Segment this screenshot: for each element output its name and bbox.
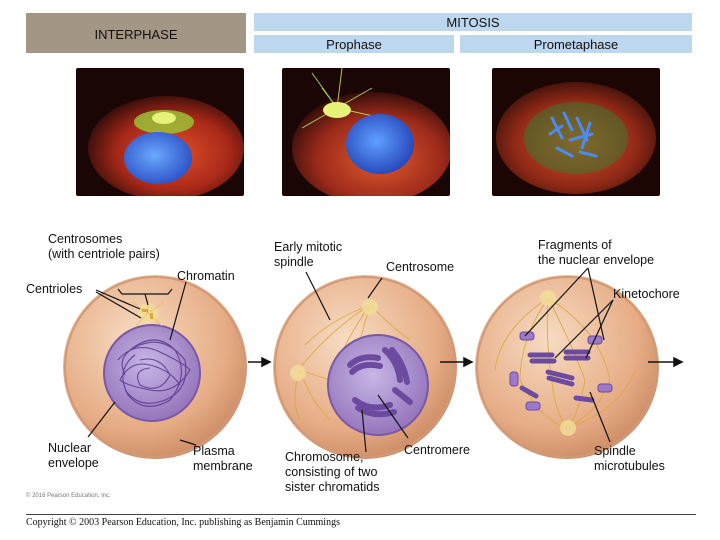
prophase-header: Prophase xyxy=(254,35,454,53)
copyright-footer: Copyright © 2003 Pearson Education, Inc.… xyxy=(26,517,340,528)
interphase-micrograph xyxy=(76,68,244,196)
centromere-leader xyxy=(377,394,409,439)
label-centromere: Centromere xyxy=(404,443,470,457)
centrosomes-leader xyxy=(144,293,149,306)
label-plasma-membrane: Plasma membrane xyxy=(193,444,253,473)
prophase-nucleus xyxy=(327,334,429,436)
interphase-centrosome xyxy=(131,298,165,327)
centrioles-leader-1 xyxy=(95,289,141,310)
label-kinetochore: Kinetochore xyxy=(613,287,680,301)
interphase-title: INTERPHASE xyxy=(94,27,178,42)
kinetochore-leader-2 xyxy=(585,299,614,359)
pearson-credit: © 2016 Pearson Education, Inc. xyxy=(26,493,111,499)
mitosis-title: MITOSIS xyxy=(446,14,500,30)
label-early-mitotic-spindle: Early mitotic spindle xyxy=(274,240,343,269)
centrosome-leader xyxy=(367,277,383,299)
chromosome-leader xyxy=(361,409,367,453)
spindle-microtubules-leader xyxy=(589,391,611,443)
mitosis-header: MITOSIS xyxy=(254,13,692,31)
interphase-header: INTERPHASE xyxy=(26,13,246,53)
label-chromatin: Chromatin xyxy=(177,269,235,283)
fragments-leader-1 xyxy=(524,267,589,337)
label-chromosome: Chromosome, consisting of two sister chr… xyxy=(285,450,380,494)
progression-arrows xyxy=(248,356,684,368)
label-spindle-microtubules: Spindle microtubules xyxy=(594,444,665,473)
fragments-leader-2 xyxy=(587,267,605,341)
kinetochore-leader-1 xyxy=(554,299,614,359)
label-fragments-nuclear-envelope: Fragments of the nuclear envelope xyxy=(538,238,655,267)
prophase-micrograph xyxy=(282,68,450,196)
prophase-title: Prophase xyxy=(326,36,382,52)
interphase-nucleus xyxy=(103,324,201,422)
prometaphase-cell xyxy=(475,275,659,459)
early-spindle-leader xyxy=(305,271,331,321)
label-centrosomes: Centrosomes (with centriole pairs) xyxy=(48,232,160,261)
nuclear-envelope-leader xyxy=(87,401,116,438)
label-centrosome: Centrosome xyxy=(386,260,455,274)
prometaphase-title: Prometaphase xyxy=(533,36,619,52)
prometaphase-micrograph xyxy=(492,68,660,196)
chromatin-leader xyxy=(169,281,187,341)
leader-lines xyxy=(87,267,614,453)
centrioles-leader-2 xyxy=(95,291,142,319)
interphase-cell xyxy=(63,275,247,459)
plasma-membrane-leader xyxy=(179,439,197,446)
prometaphase-header: Prometaphase xyxy=(460,35,692,53)
prophase-cell xyxy=(273,275,457,459)
label-nuclear-envelope: Nuclear envelope xyxy=(48,441,99,470)
footer-rule xyxy=(26,514,696,515)
label-centrioles: Centrioles xyxy=(26,282,83,296)
